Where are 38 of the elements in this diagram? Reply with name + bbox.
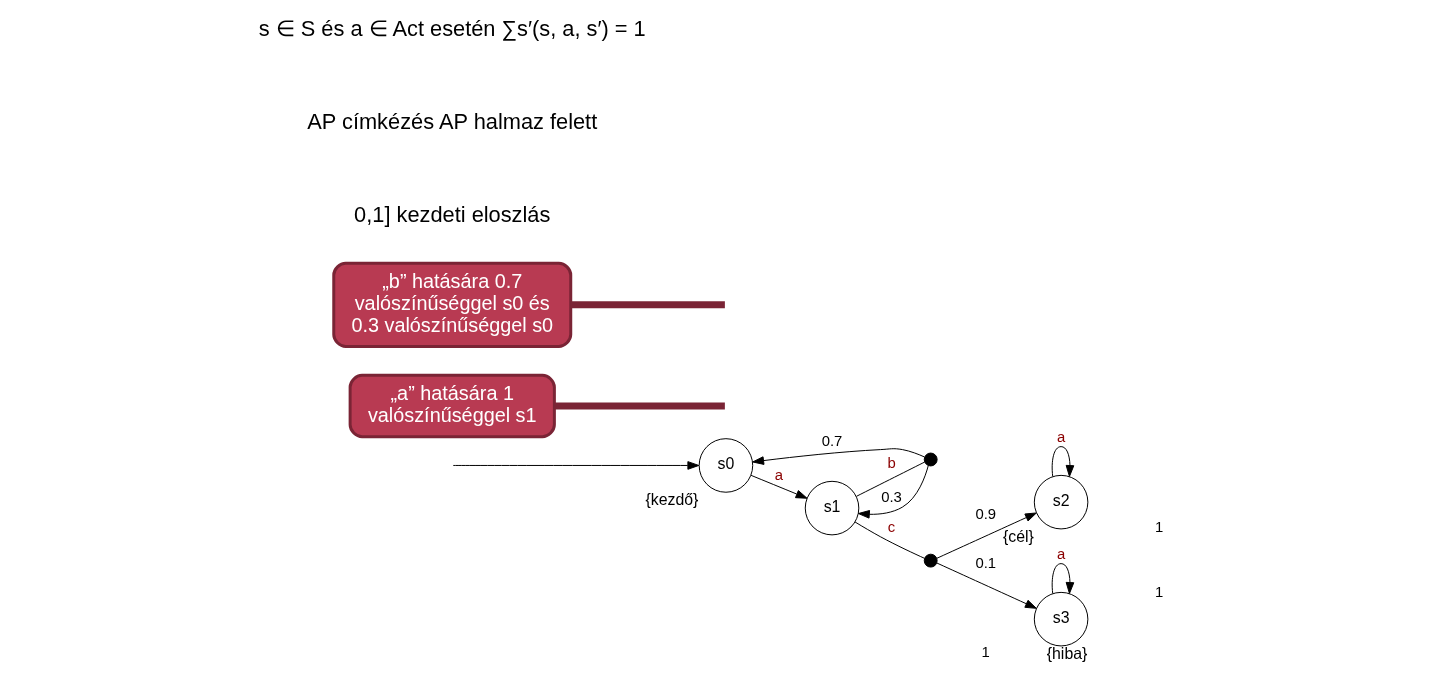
connector — [570, 301, 725, 309]
label: AP címkézés AP halmaz felett — [306, 108, 597, 134]
label: s ∈ S és a ∈ Act esetén ∑s′(s, a, s′) = 1 — [258, 15, 646, 41]
connector — [854, 521, 925, 559]
edge-label: 0.1 — [974, 554, 996, 571]
connector — [855, 461, 925, 497]
edge-label: 0.3 — [880, 489, 902, 506]
node-circle: s0 — [698, 438, 753, 493]
edge-label: 0.7 — [821, 432, 842, 449]
edge-label: c — [887, 518, 895, 535]
edge-label: b — [886, 455, 896, 472]
arrow — [750, 474, 808, 499]
node-circle: s2 — [1033, 474, 1088, 530]
edge-label: a — [1056, 545, 1065, 562]
label: 1 — [981, 644, 990, 661]
arrow — [1051, 446, 1074, 477]
label: 0,1] kezdeti eloszlás — [353, 202, 550, 228]
node-label: {cél} — [1002, 527, 1034, 545]
node-circle — [923, 452, 938, 467]
label: 1 — [1154, 519, 1163, 536]
edge-label: a — [774, 467, 783, 484]
node-box: „b” hatására 0.7 valószínűséggel s0 és 0.3 valószínűséggel s0 — [331, 261, 572, 348]
arrow — [935, 512, 1037, 559]
arrow — [751, 448, 925, 465]
node-circle: s3 — [1033, 591, 1088, 647]
edge-label: a — [1056, 428, 1065, 445]
arrow — [452, 461, 699, 470]
edge-label: 0.9 — [974, 506, 996, 522]
node-circle: s1 — [804, 480, 859, 536]
arrow — [857, 465, 929, 519]
arrow — [1051, 563, 1074, 594]
node-circle — [923, 553, 938, 568]
node-label: {hiba} — [1046, 644, 1087, 662]
node-label: {kezdő} — [644, 490, 698, 508]
connector — [553, 402, 725, 410]
label: 1 — [1154, 583, 1163, 600]
node-box: „a” hatására 1 valószínűséggel s1 — [348, 373, 556, 439]
arrow — [935, 562, 1037, 609]
